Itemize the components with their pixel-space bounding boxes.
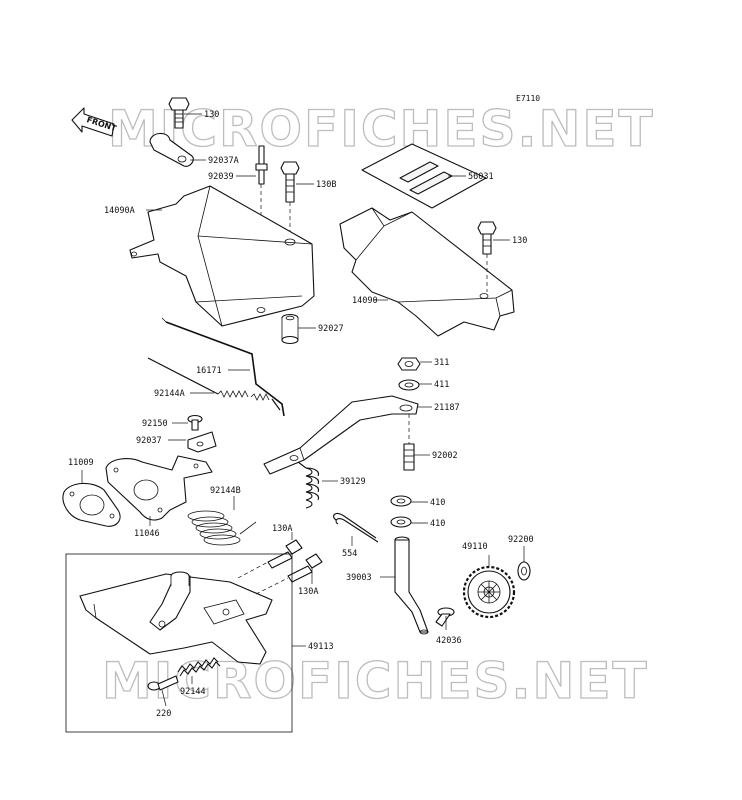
gasket-11009-icon	[62, 482, 121, 527]
label-92200: 92200	[508, 535, 534, 545]
bolt-130B-icon	[280, 161, 300, 203]
label-92039: 92039	[208, 172, 234, 182]
bracket-11046-icon	[105, 455, 213, 521]
assembly-49113-box	[65, 553, 293, 733]
spring-92144B-icon	[187, 510, 257, 546]
clamp-92037-icon	[187, 431, 217, 453]
diagram-code: E7110	[516, 94, 540, 103]
label-49113: 49113	[308, 642, 334, 652]
clamp-92037A-icon	[149, 132, 194, 167]
lever-21187-icon	[263, 395, 419, 475]
label-410-lower: 410	[430, 519, 445, 529]
label-130A-lower: 130A	[298, 587, 318, 597]
bracket-49113-icon	[79, 561, 289, 665]
label-220: 220	[156, 709, 171, 719]
screw-92150-icon	[187, 414, 203, 431]
shaft-39003-icon	[394, 536, 429, 635]
pin-92039-icon	[255, 145, 268, 185]
label-11009: 11009	[68, 458, 94, 468]
gear-49110-icon	[462, 565, 516, 619]
rod-16171-icon	[161, 317, 285, 417]
label-42036: 42036	[436, 636, 462, 646]
watermark-bottom: MICROFICHES.NET	[102, 652, 649, 710]
label-130-top: 130	[204, 110, 219, 120]
spring-92144A-icon	[147, 357, 281, 411]
pin-42036-icon	[435, 607, 455, 627]
label-130B: 130B	[316, 180, 336, 190]
cotter-pin-554-icon	[333, 512, 379, 543]
label-92150: 92150	[142, 419, 168, 429]
label-92037A: 92037A	[208, 156, 239, 166]
nut-311-icon	[397, 357, 421, 371]
bolt-130A-upper-icon	[267, 539, 303, 569]
label-554: 554	[342, 549, 357, 559]
label-39003: 39003	[346, 573, 372, 583]
label-92002: 92002	[432, 451, 458, 461]
label-411: 411	[434, 380, 449, 390]
label-21187: 21187	[434, 403, 460, 413]
label-39129: 39129	[340, 477, 366, 487]
plate-56031-icon	[361, 143, 487, 209]
label-16171: 16171	[196, 366, 222, 376]
label-92027: 92027	[318, 324, 344, 334]
pin-92002-icon	[403, 443, 415, 471]
label-92144A: 92144A	[154, 389, 185, 399]
cover-14090A-icon	[129, 185, 315, 327]
label-92144: 92144	[180, 687, 206, 697]
label-92144B: 92144B	[210, 486, 241, 496]
bolt-130-top-icon	[168, 97, 190, 129]
spring-39129-icon	[297, 461, 320, 509]
washer-411-icon	[398, 379, 420, 391]
label-14090: 14090	[352, 296, 378, 306]
washer-92200-icon	[517, 561, 531, 581]
bolt-130A-lower-icon	[287, 553, 323, 583]
label-14090A: 14090A	[104, 206, 135, 216]
label-130-right: 130	[512, 236, 527, 246]
washer-410-lower-icon	[390, 516, 412, 528]
bolt-130-right-icon	[477, 221, 497, 255]
watermark-top: MICROFICHES.NET	[108, 100, 655, 158]
label-410-upper: 410	[430, 498, 445, 508]
label-311: 311	[434, 358, 449, 368]
label-11046: 11046	[134, 529, 160, 539]
screw-220-icon	[147, 675, 179, 691]
spring-92144-icon	[177, 657, 221, 677]
washer-410-upper-icon	[390, 495, 412, 507]
label-56031: 56031	[468, 172, 494, 182]
label-49110: 49110	[462, 542, 488, 552]
label-130A-upper: 130A	[272, 524, 292, 534]
cover-14090-icon	[339, 207, 515, 337]
label-92037: 92037	[136, 436, 162, 446]
spacer-92027-icon	[281, 313, 299, 345]
